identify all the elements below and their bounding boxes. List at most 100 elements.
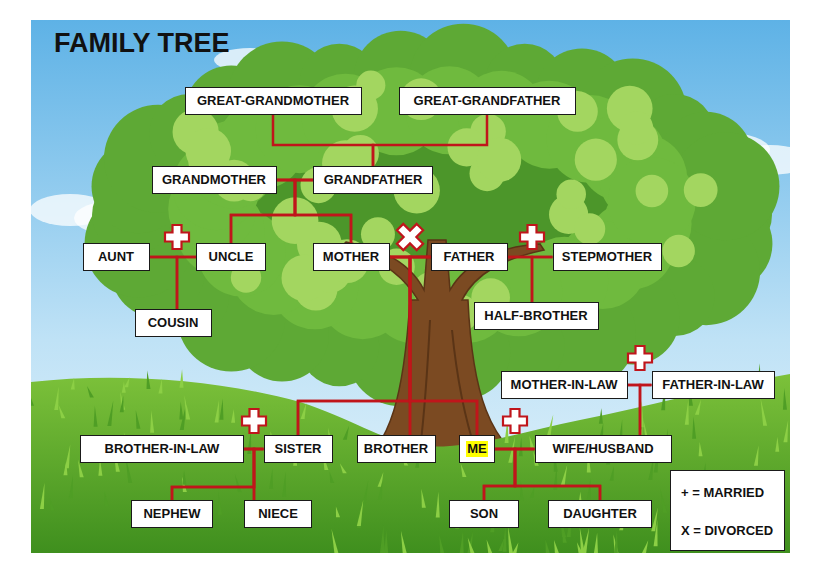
family-line [244, 449, 254, 500]
grass-blade [107, 401, 113, 426]
leaf-cluster [574, 213, 605, 244]
person-box: DAUGHTER [548, 500, 652, 528]
grass-blade [378, 472, 384, 487]
divorced-symbol [390, 217, 430, 257]
person-label: GRANDFATHER [324, 172, 423, 188]
person-box: ME [459, 435, 495, 463]
grass-blade [182, 470, 186, 484]
person-label: SISTER [275, 441, 322, 457]
leaf-cluster [662, 235, 694, 267]
person-box: UNCLE [196, 243, 266, 271]
grass-blade [512, 543, 518, 553]
grass-blade [439, 535, 444, 553]
married-symbol [165, 225, 189, 249]
person-label: ME [466, 441, 488, 457]
person-label: NIECE [258, 506, 298, 522]
leaf-cluster [575, 139, 617, 181]
grass-blade [692, 416, 696, 438]
person-box: SISTER [264, 435, 333, 463]
leaf-cluster [684, 173, 718, 207]
grass-blade [122, 382, 126, 393]
person-label: DAUGHTER [563, 506, 637, 522]
person-box: MOTHER [313, 243, 390, 271]
person-label: NEPHEW [143, 506, 200, 522]
grass-blade [487, 540, 493, 553]
married-symbol [520, 225, 544, 249]
legend-label: X = DIVORCED [681, 523, 773, 539]
grass-blade [530, 487, 535, 498]
grass-blade [546, 414, 553, 437]
grass-blade [461, 463, 467, 477]
person-label: GRANDMOTHER [162, 172, 266, 188]
grass-blade [59, 405, 66, 419]
grass-blade [94, 406, 98, 427]
person-label: BROTHER-IN-LAW [105, 441, 220, 457]
person-label: WIFE/HUSBAND [552, 441, 653, 457]
person-box: BROTHER [357, 435, 436, 463]
sky [31, 20, 790, 553]
grass-blade [460, 531, 464, 553]
grass-blade [580, 528, 585, 553]
family-line [273, 115, 373, 166]
legend-label: + = MARRIED [681, 485, 764, 501]
grass-blade [179, 369, 183, 387]
grass-blade [651, 508, 658, 532]
leaf-cluster [556, 180, 586, 210]
family-line [150, 257, 178, 309]
grass-blade [587, 478, 591, 499]
grass-blade [695, 399, 701, 415]
grass-blade [87, 386, 94, 398]
person-label: BROTHER [364, 441, 428, 457]
grass-blade [561, 465, 568, 486]
family-line [508, 257, 533, 302]
grass-blade [301, 403, 307, 419]
married-symbol [628, 346, 652, 370]
person-label: HALF-BROTHER [484, 308, 587, 324]
family-line [410, 257, 477, 435]
grass-blade [330, 472, 335, 483]
person-box: GREAT-GRANDMOTHER [185, 87, 362, 115]
grass-blade [599, 408, 603, 423]
person-box: NEPHEW [131, 500, 213, 528]
family-line [532, 257, 553, 302]
person-label: MOTHER [323, 249, 379, 265]
person-label: FATHER [443, 249, 494, 265]
grass-blade [54, 386, 59, 410]
grass-blade [282, 471, 286, 497]
family-line [177, 257, 196, 309]
grass-blade [381, 535, 385, 553]
leaf-cluster [608, 157, 696, 245]
grass-blade [468, 537, 475, 553]
grass-blade [562, 527, 566, 542]
person-box: COUSIN [135, 309, 212, 337]
person-label: FATHER-IN-LAW [662, 377, 764, 393]
grass-blade [685, 400, 689, 425]
person-box: HALF-BROTHER [474, 302, 599, 330]
grass-blade [761, 398, 768, 426]
grass-blade [343, 426, 349, 440]
married-symbol [242, 409, 266, 433]
grass-blade [754, 445, 759, 466]
grass-blade [69, 476, 73, 499]
person-box: GREAT-GRANDFATHER [399, 87, 576, 115]
grass-blade [519, 437, 523, 456]
grass-blade [421, 489, 426, 508]
grass-blade [545, 540, 549, 553]
grass-blade [219, 399, 223, 420]
person-box: MOTHER-IN-LAW [501, 371, 628, 399]
grass-blade [554, 540, 559, 553]
grass-blade [660, 488, 667, 512]
grass-blade [614, 530, 618, 553]
person-box: BROTHER-IN-LAW [80, 435, 244, 463]
leaf-cluster [636, 175, 669, 208]
grass-blade [50, 498, 55, 510]
grass-blade [594, 533, 598, 553]
grass-blade [231, 409, 235, 423]
bark-lines [420, 320, 476, 452]
person-box: SON [449, 500, 519, 528]
legend-box: + = MARRIED X = DIVORCED [670, 470, 785, 551]
person-label: UNCLE [209, 249, 254, 265]
grass-blade [775, 437, 779, 452]
person-label: AUNT [98, 249, 134, 265]
grass-blade [508, 526, 513, 553]
